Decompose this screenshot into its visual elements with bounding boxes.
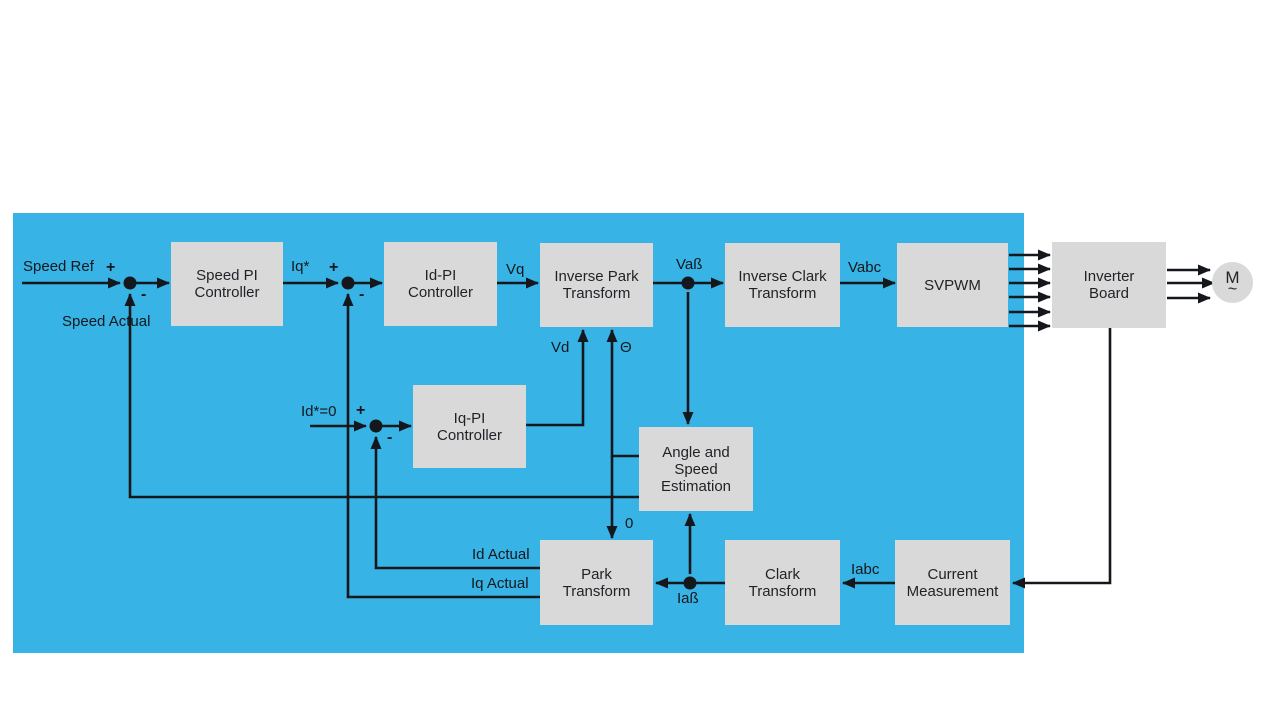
wire-inverter-current-feedback [1012, 328, 1112, 589]
motor-label: M [1225, 268, 1240, 287]
block-label: Angle and [662, 443, 730, 461]
label-plus-id: + [356, 402, 366, 419]
junction-vab [681, 276, 695, 290]
block-label: Measurement [906, 582, 999, 600]
label-minus-iq: - [359, 286, 365, 303]
label-id-ref: Id*=0 [301, 403, 337, 420]
junction-id [369, 419, 383, 433]
block-label: Current [927, 565, 978, 583]
label-minus-id: - [387, 429, 393, 446]
block-current-measurement: Current Measurement [895, 540, 1010, 625]
block-iq-pi-controller: Iq-PI Controller [413, 385, 526, 468]
block-label: Estimation [660, 477, 732, 495]
block-label: Speed [674, 460, 718, 478]
wires-svpwm-to-inverter [1009, 249, 1051, 332]
label-iabc: Iabc [851, 561, 880, 578]
label-speed-ref: Speed Ref [23, 258, 94, 275]
block-label: Clark [764, 565, 800, 583]
wires-inverter-to-motor [1167, 264, 1215, 304]
block-label: Controller [407, 284, 474, 301]
motor-phase-symbol: ~ [1227, 281, 1238, 298]
label-plus-speed: + [106, 259, 116, 276]
block-label: Transform [562, 285, 631, 302]
block-label: Controller [194, 284, 260, 301]
junction-speed [123, 276, 137, 290]
block-label: Speed PI [196, 267, 258, 284]
label-v-alpha-beta: Vaß [676, 256, 703, 273]
label-iq-actual: Iq Actual [471, 575, 529, 592]
label-vd: Vd [551, 339, 570, 356]
block-label: SVPWM [924, 276, 981, 294]
junction-iab [683, 576, 697, 590]
label-plus-iq: + [329, 259, 339, 276]
block-label: Iq-PI [453, 409, 486, 427]
block-angle-speed-estimation: Angle and Speed Estimation [639, 427, 753, 511]
wire-vd-to-inverse-park [526, 329, 589, 427]
label-theta: Θ [620, 339, 632, 356]
block-label: Inverter [1083, 268, 1135, 285]
label-minus-speed: - [141, 286, 147, 303]
block-label: Transform [562, 582, 631, 600]
label-id-actual: Id Actual [472, 546, 530, 563]
summing-junctions [123, 276, 697, 590]
block-label: Transform [748, 582, 817, 600]
block-label: Park [581, 565, 612, 583]
block-inverter-board: Inverter Board [1052, 242, 1166, 328]
label-vq: Vq [506, 261, 525, 278]
block-park-transform: Park Transform [540, 540, 653, 625]
block-clark-transform: Clark Transform [725, 540, 840, 625]
block-inverse-park-transform: Inverse Park Transform [540, 243, 653, 327]
wire-iq-actual-feedback [342, 293, 540, 599]
label-vabc: Vabc [848, 259, 882, 276]
label-i-alpha-beta: Iaß [677, 590, 699, 607]
block-label: Board [1088, 285, 1130, 302]
block-id-pi-controller: Id-PI Controller [384, 242, 497, 326]
block-inverse-clark-transform: Inverse Clark Transform [725, 243, 840, 327]
block-speed-pi-controller: Speed PI Controller [171, 242, 283, 326]
wire-speed-feedback [124, 293, 639, 499]
label-speed-actual: Speed Actual [62, 313, 151, 330]
block-label: Inverse Park [554, 268, 639, 285]
label-iq-ref: Iq* [291, 258, 310, 275]
junction-iq [341, 276, 355, 290]
motor-symbol: M ~ [1212, 262, 1253, 303]
block-svpwm: SVPWM [897, 243, 1008, 327]
wire-id-actual-feedback [370, 436, 540, 570]
block-label: Inverse Clark [738, 268, 827, 285]
block-label: Id-PI [424, 267, 457, 284]
block-label: Controller [436, 426, 503, 444]
label-theta-zero: 0 [625, 515, 634, 532]
block-label: Transform [748, 285, 817, 302]
